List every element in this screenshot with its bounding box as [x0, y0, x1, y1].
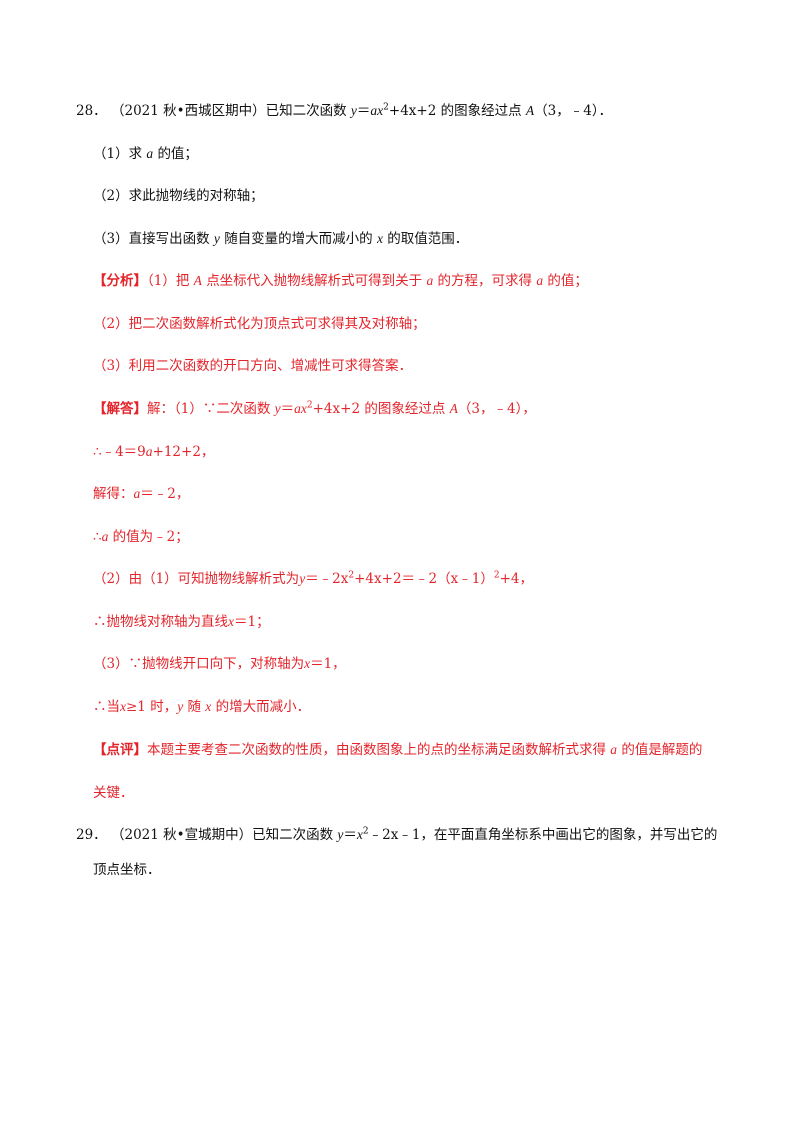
solution-line-1: 【解答】解：（1）∵二次函数 y＝ax2+4x+2 的图象经过点 A（3，﹣4）… — [93, 400, 536, 417]
comment-tag: 【点评】 — [93, 742, 147, 758]
solution-line-5: （2）由（1）可知抛物线解析式为y＝﹣2x2+4x+2＝﹣2（x﹣1）2+4， — [93, 570, 533, 587]
analysis-line-1: 【分析】（1）把 A 点坐标代入抛物线解析式可得到关于 a 的方程，可求得 a … — [93, 273, 588, 289]
solution-line-3: 解得：a＝﹣2， — [93, 486, 190, 502]
q28-part2: （2）求此抛物线的对称轴； — [93, 188, 264, 204]
solution-line-6: ∴抛物线对称轴为直线x＝1； — [93, 614, 270, 630]
analysis-tag: 【分析】 — [93, 273, 147, 289]
q29-line-2: 顶点坐标． — [93, 862, 161, 878]
solution-line-7: （3）∵抛物线开口向下，对称轴为x＝1， — [93, 656, 346, 672]
q29-number: 29． — [76, 827, 107, 843]
q29-stem: 29． （2021 秋•宣城期中）已知二次函数 y＝x2﹣2x﹣1，在平面直角坐… — [76, 826, 718, 843]
q28-part1: （1）求 a 的值； — [93, 146, 198, 162]
q28-number: 28． — [76, 103, 107, 119]
solution-line-2: ∴﹣4＝9a+12+2， — [93, 444, 215, 460]
solution-line-4: ∴a 的值为﹣2； — [93, 529, 189, 545]
q28-source: （2021 秋•西城区期中） — [110, 103, 266, 119]
analysis-line-2: （2）把二次函数解析式化为顶点式可求得其及对称轴； — [93, 316, 426, 332]
solution-tag: 【解答】 — [93, 401, 147, 417]
solution-line-8: ∴当x≥1 时，y 随 x 的增大而减小． — [93, 699, 311, 715]
q29-source: （2021 秋•宣城期中） — [110, 827, 253, 843]
analysis-line-3: （3）利用二次函数的开口方向、增减性可求得答案． — [93, 358, 413, 374]
q28-stem: 28． （2021 秋•西城区期中）已知二次函数 y＝ax2+4x+2 的图象经… — [76, 102, 613, 119]
q28-part3: （3）直接写出函数 y 随自变量的增大而减小的 x 的取值范围． — [93, 231, 469, 247]
comment-line-2: 关键． — [93, 785, 134, 801]
comment-line-1: 【点评】本题主要考查二次函数的性质，由函数图象上的点的坐标满足函数解析式求得 a… — [93, 742, 703, 758]
